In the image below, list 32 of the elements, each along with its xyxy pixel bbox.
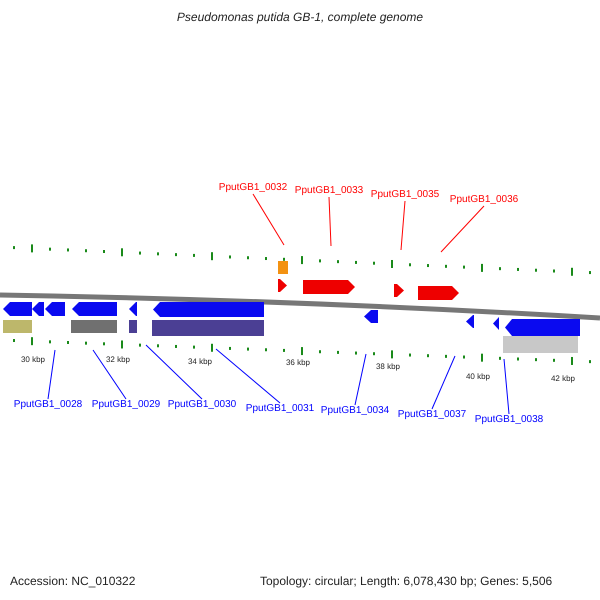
diagram-title: Pseudomonas putida GB-1, complete genome <box>176 10 424 24</box>
leader-line <box>440 206 484 252</box>
gene-label: PputGB1_0031 <box>245 402 315 416</box>
footer-text: Accession: NC_010322 <box>10 574 136 588</box>
gene-label: PputGB1_0035 <box>370 188 440 202</box>
leader-line <box>146 344 202 400</box>
leader-line <box>252 194 284 246</box>
scale-label: 36 kbp <box>286 358 310 367</box>
gene-label: PputGB1_0029 <box>91 398 161 412</box>
leader-line <box>328 196 332 246</box>
gene-label: PputGB1_0033 <box>294 184 364 198</box>
gene-label: PputGB1_0036 <box>449 193 519 207</box>
gene-label: PputGB1_0034 <box>320 404 390 418</box>
scale-label: 42 kbp <box>550 374 576 383</box>
leader-line <box>216 348 280 404</box>
gene-label: PputGB1_0037 <box>397 408 467 422</box>
gene-label: PputGB1_0028 <box>13 398 83 412</box>
scale-label: 40 kbp <box>466 372 490 381</box>
leader-line <box>48 350 56 400</box>
gene-label: PputGB1_0032 <box>218 181 288 195</box>
scale-label: 34 kbp <box>188 357 212 366</box>
scale-label: 32 kbp <box>106 355 130 364</box>
leader-line <box>504 358 510 414</box>
leader-line <box>92 350 126 400</box>
scale-label: 38 kbp <box>376 362 400 371</box>
footer-text: Topology: circular; Length: 6,078,430 bp; Genes: 5,506 <box>260 574 552 588</box>
leader-line <box>354 354 366 406</box>
leader-line <box>432 356 456 410</box>
leader-line <box>400 200 406 250</box>
scale-label: 30 kbp <box>20 355 46 364</box>
gene-label: PputGB1_0030 <box>167 398 237 412</box>
gene-label: PputGB1_0038 <box>474 413 544 427</box>
